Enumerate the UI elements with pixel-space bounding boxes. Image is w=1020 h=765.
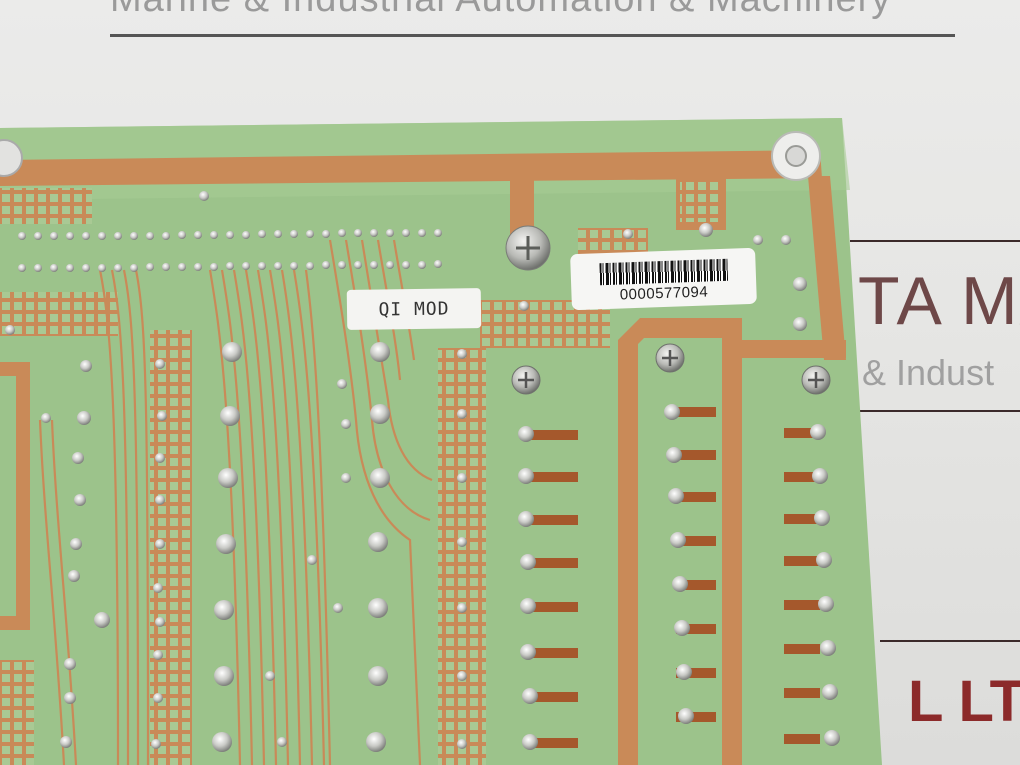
sign-word-1: TA MA (858, 263, 1020, 339)
sign-rule-bottom (880, 640, 1020, 642)
barcode-icon (598, 258, 728, 285)
solder-joints-right (518, 223, 840, 750)
module-label: QI MOD (346, 288, 482, 330)
pad-grid-left (0, 292, 118, 336)
solder-joints-column (212, 342, 351, 752)
copper-left-frame (0, 362, 30, 630)
solder-joints-mid (199, 191, 529, 752)
serial-barcode-label: 0000577094 (570, 247, 757, 311)
copper-drop-1 (510, 176, 534, 236)
mounting-hole-icon (771, 131, 821, 181)
trace-bundle (38, 239, 433, 765)
sign-rule-top (850, 240, 1020, 242)
solder-joints-left (5, 325, 167, 749)
screw-icon (511, 365, 541, 395)
header-underline (110, 34, 955, 37)
pad-grid-topleft (0, 188, 92, 224)
pad-grid-bottomleft (0, 660, 34, 765)
sign-word-2: & Indust (862, 352, 995, 393)
screw-icon (505, 225, 551, 271)
pin-header (18, 229, 442, 272)
copper-top-rail (0, 150, 822, 186)
sign-rule-middle (860, 410, 1020, 412)
serial-number: 0000577094 (619, 282, 709, 304)
screw-icon (655, 343, 685, 373)
header-caption: Marine & Industrial Automation & Machine… (110, 0, 891, 21)
pad-grid-upper-right (680, 178, 720, 222)
pad-rows-center (526, 407, 820, 748)
copper-lower-bar (740, 340, 846, 358)
sign-word-3: L LTD (908, 669, 1020, 734)
copper-connector-frame (618, 318, 742, 765)
screw-icon (801, 365, 831, 395)
copper-right-rail (808, 176, 846, 360)
mounting-hole-icon (0, 139, 23, 177)
